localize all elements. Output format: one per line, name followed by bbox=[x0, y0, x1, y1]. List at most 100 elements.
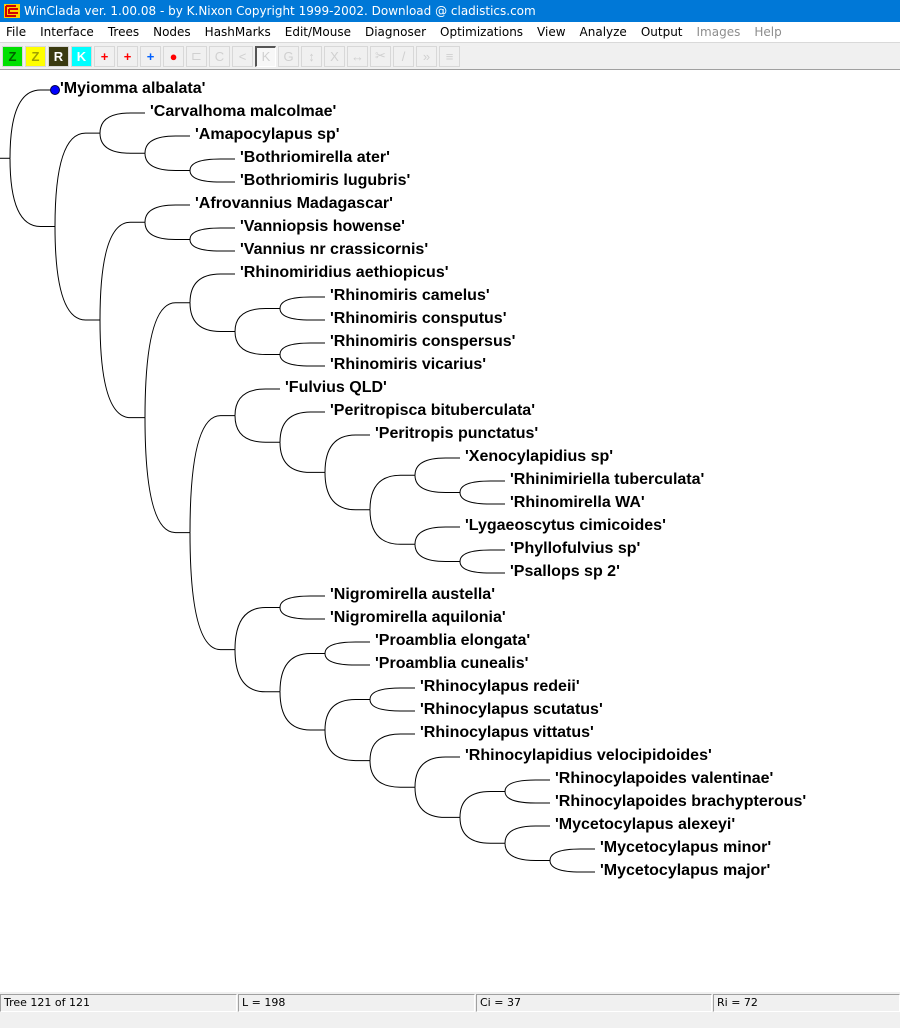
menu-analyze[interactable]: Analyze bbox=[579, 25, 627, 39]
taxon-label[interactable]: 'Rhinocylapoides valentinae' bbox=[555, 770, 774, 787]
list-icon: ≡ bbox=[445, 48, 454, 64]
taxon-label[interactable]: 'Rhinomiris conspersus' bbox=[330, 333, 516, 350]
internal-branch bbox=[279, 691, 325, 731]
taxon-label[interactable]: 'Rhinimiriella tuberculata' bbox=[510, 471, 705, 488]
hashmark-red-down-button[interactable]: + bbox=[117, 45, 138, 67]
copy-icon: G bbox=[283, 48, 294, 64]
taxon-label[interactable]: 'Fulvius QLD' bbox=[285, 379, 387, 396]
cut-button[interactable]: ✂ bbox=[370, 45, 391, 67]
internal-branch bbox=[144, 153, 190, 171]
taxon-label[interactable]: 'Phyllofulvius sp' bbox=[510, 540, 641, 557]
red-blob-button[interactable]: ● bbox=[163, 45, 184, 67]
menu-output[interactable]: Output bbox=[640, 25, 683, 39]
terminal-branch bbox=[504, 791, 550, 804]
taxon-label[interactable]: 'Rhinomiris camelus' bbox=[330, 287, 490, 304]
taxon-label[interactable]: 'Bothriomirella ater' bbox=[240, 149, 390, 166]
x-cyan-icon: K bbox=[76, 48, 87, 64]
taxon-label[interactable]: 'Amapocylapus sp' bbox=[195, 126, 340, 143]
z-yellow-button[interactable]: Z bbox=[25, 45, 46, 67]
taxon-label[interactable]: 'Mycetocylapus alexeyi' bbox=[555, 816, 736, 833]
hashmark-red-up-button[interactable]: + bbox=[94, 45, 115, 67]
taxon-label[interactable]: 'Proamblia cunealis' bbox=[375, 655, 529, 672]
swap-button[interactable]: < bbox=[232, 45, 253, 67]
terminal-branch bbox=[324, 653, 370, 666]
copy-button[interactable]: G bbox=[278, 45, 299, 67]
x-branch-button[interactable]: X bbox=[324, 45, 345, 67]
x-cyan-button[interactable]: K bbox=[71, 45, 92, 67]
collapse-icon: C bbox=[214, 48, 225, 64]
internal-branch bbox=[144, 222, 190, 240]
select-button[interactable]: K bbox=[255, 45, 276, 67]
internal-branch bbox=[324, 699, 370, 731]
menu-hashmarks[interactable]: HashMarks bbox=[204, 25, 271, 39]
menu-images[interactable]: Images bbox=[696, 25, 741, 39]
menu-nodes[interactable]: Nodes bbox=[153, 25, 191, 39]
tree-canvas[interactable]: 'Myiomma albalata' 'Carvalhoma malcolmae'… bbox=[0, 70, 900, 992]
taxon-label[interactable]: 'Vanniopsis howense' bbox=[240, 218, 405, 235]
menu-edit-mouse[interactable]: Edit/Mouse bbox=[284, 25, 351, 39]
taxon-label[interactable]: 'Rhinocylapus redeii' bbox=[420, 678, 580, 695]
slash-button[interactable]: / bbox=[393, 45, 414, 67]
menu-interface[interactable]: Interface bbox=[40, 25, 94, 39]
terminal-branch bbox=[144, 135, 190, 154]
swap-icon: < bbox=[238, 48, 247, 64]
hashmark-blue-button[interactable]: + bbox=[140, 45, 161, 67]
winclada-logo-icon[interactable] bbox=[4, 3, 20, 19]
taxon-label[interactable]: 'Peritropis punctatus' bbox=[375, 425, 539, 442]
taxon-label[interactable]: 'Proamblia elongata' bbox=[375, 632, 531, 649]
taxon-label[interactable]: 'Mycetocylapus minor' bbox=[600, 839, 772, 856]
terminal-branch bbox=[459, 492, 505, 505]
z-green-button[interactable]: Z bbox=[2, 45, 23, 67]
terminal-branch bbox=[369, 733, 415, 761]
terminal-branch bbox=[459, 480, 505, 493]
menu-view[interactable]: View bbox=[537, 25, 566, 39]
hashmark-red-down-icon: + bbox=[123, 48, 132, 64]
taxon-label[interactable]: 'Rhinocylapoides brachypterous' bbox=[555, 793, 807, 810]
taxon-label[interactable]: 'Rhinocylapus scutatus' bbox=[420, 701, 603, 718]
chevron-button[interactable]: » bbox=[416, 45, 437, 67]
terminal-branch bbox=[504, 779, 550, 792]
r-dark-icon: R bbox=[53, 48, 64, 64]
tree-button[interactable]: ⊏ bbox=[186, 45, 207, 67]
terminal-branch bbox=[549, 848, 595, 861]
menu-file[interactable]: File bbox=[6, 25, 27, 39]
menu-diagnoser[interactable]: Diagnoser bbox=[364, 25, 427, 39]
taxon-label[interactable]: 'Rhinomiridius aethiopicus' bbox=[240, 264, 449, 281]
taxon-label[interactable]: 'Myiomma albalata' bbox=[60, 80, 206, 97]
taxon-label[interactable]: 'Carvalhoma malcolmae' bbox=[150, 103, 337, 120]
taxon-label[interactable]: 'Xenocylapidius sp' bbox=[465, 448, 614, 465]
terminal-branch bbox=[189, 273, 235, 303]
taxon-label[interactable]: 'Vannius nr crassicornis' bbox=[240, 241, 429, 258]
taxon-label[interactable]: 'Afrovannius Madagascar' bbox=[195, 195, 393, 212]
taxon-label[interactable]: 'Rhinocylapus vittatus' bbox=[420, 724, 594, 741]
r-dark-button[interactable]: R bbox=[48, 45, 69, 67]
taxon-label[interactable]: 'Nigromirella austella' bbox=[330, 586, 495, 603]
taxon-label[interactable]: 'Mycetocylapus major' bbox=[600, 862, 771, 879]
internal-branch bbox=[369, 760, 415, 788]
vertical-arrow-button[interactable]: ↕ bbox=[301, 45, 322, 67]
list-button[interactable]: ≡ bbox=[439, 45, 460, 67]
collapse-button[interactable]: C bbox=[209, 45, 230, 67]
menu-optimizations[interactable]: Optimizations bbox=[440, 25, 524, 39]
internal-branch bbox=[279, 442, 325, 473]
internal-branch bbox=[324, 730, 370, 762]
selected-node-marker[interactable] bbox=[50, 85, 60, 95]
taxon-label[interactable]: 'Nigromirella aquilonia' bbox=[330, 609, 506, 626]
terminal-branch bbox=[414, 756, 460, 788]
taxon-label[interactable]: 'Lygaeoscytus cimicoides' bbox=[465, 517, 666, 534]
taxon-label[interactable]: 'Rhinomiris consputus' bbox=[330, 310, 507, 327]
taxon-label[interactable]: 'Rhinomiris vicarius' bbox=[330, 356, 487, 373]
terminal-branch bbox=[279, 607, 325, 620]
window-title: WinClada ver. 1.00.08 - by K.Nixon Copyr… bbox=[24, 4, 536, 18]
cladogram bbox=[0, 85, 595, 873]
horizontal-arrow-button[interactable]: ↔ bbox=[347, 45, 368, 67]
taxon-label[interactable]: 'Bothriomiris lugubris' bbox=[240, 172, 411, 189]
taxon-label[interactable]: 'Peritropisca bituberculata' bbox=[330, 402, 535, 419]
select-icon: K bbox=[261, 49, 271, 64]
taxon-label[interactable]: 'Rhinocylapidius velocipidoides' bbox=[465, 747, 712, 764]
taxon-label[interactable]: 'Rhinomirella WA' bbox=[510, 494, 645, 511]
menu-trees[interactable]: Trees bbox=[107, 25, 140, 39]
taxon-label[interactable]: 'Psallops sp 2' bbox=[510, 563, 620, 580]
internal-branch bbox=[414, 787, 460, 818]
menu-help[interactable]: Help bbox=[754, 25, 782, 39]
